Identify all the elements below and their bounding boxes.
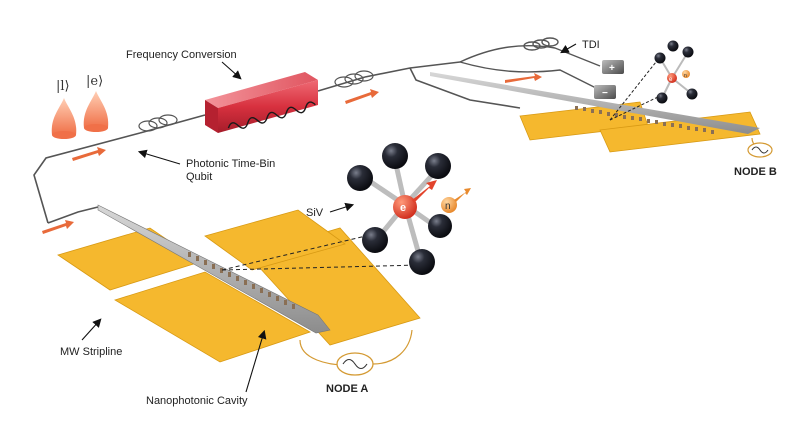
frequency-conversion-label: Frequency Conversion: [126, 49, 237, 61]
tdi-label: TDI: [582, 39, 600, 51]
node-b-label: NODE B: [734, 166, 777, 178]
nuclear-spin-label: n: [445, 201, 451, 212]
siv-molecule-small: e n: [654, 40, 698, 104]
detector-plus-symbol: +: [609, 63, 615, 74]
propagation-arrows: [42, 73, 542, 234]
carbon-atom: [347, 165, 373, 191]
nanophotonic-cavity-label: Nanophotonic Cavity: [146, 395, 248, 407]
carbon-atom: [409, 249, 435, 275]
frequency-conversion-crystal: [205, 72, 318, 133]
ket-early: |e⟩: [86, 74, 103, 89]
siv-label: SiV: [306, 207, 324, 219]
photonic-qubit-label-line1: Photonic Time-Bin: [186, 158, 275, 170]
detector-minus-symbol: −: [602, 88, 608, 99]
detector-minus: −: [594, 85, 616, 99]
detector-plus: +: [602, 60, 624, 74]
photon-late: [51, 98, 77, 139]
electron-spin-label: e: [400, 202, 406, 214]
siv-molecule-large: e n: [347, 143, 471, 275]
small-electron-label: e: [669, 77, 673, 83]
carbon-atom: [425, 153, 451, 179]
carbon-atom: [382, 143, 408, 169]
ket-late: |l⟩: [56, 79, 70, 94]
node-b-device: [430, 72, 773, 158]
photonic-qubit-label-line2: Qubit: [186, 171, 212, 183]
electron-spin: [393, 195, 417, 219]
nuclear-spin: [441, 197, 457, 213]
node-a-device: [57, 204, 421, 376]
siv-zoom-lines: [221, 234, 421, 271]
tdi-interferometer: [459, 37, 601, 91]
photon-early: [83, 91, 109, 132]
carbon-atom: [362, 227, 388, 253]
carbon-atom: [428, 214, 452, 238]
node-a-label: NODE A: [326, 383, 368, 395]
node-b-siv-zoom-lines: [609, 61, 661, 121]
mw-stripline-label: MW Stripline: [60, 346, 122, 358]
fiber-coil-left: [138, 114, 178, 132]
node-a-cavity-holes: [188, 252, 295, 309]
small-nucleus-label: n: [684, 73, 687, 79]
fiber-coil-mid: [334, 70, 374, 88]
node-b-cavity-holes: [575, 106, 714, 134]
